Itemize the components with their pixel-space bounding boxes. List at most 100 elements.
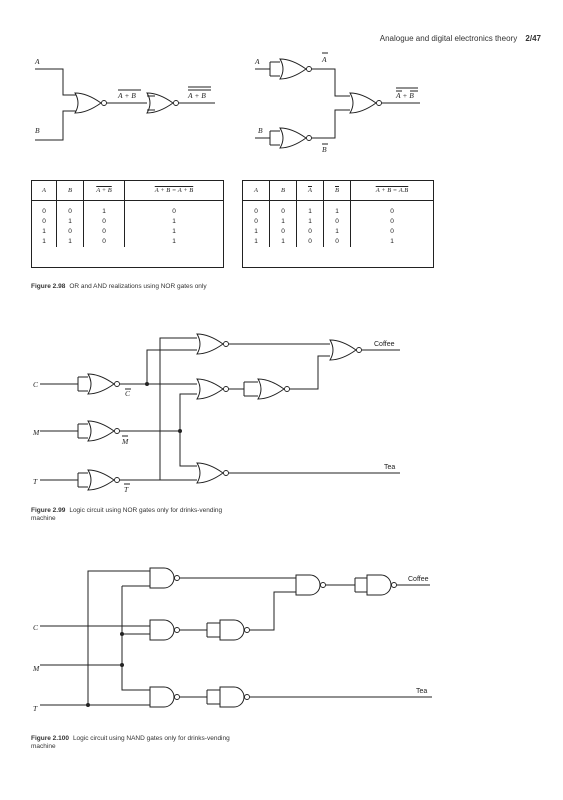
fig99-caption-text-line2: machine [31,515,56,522]
or-table-row: 0 1 0 1 [32,217,223,227]
inversion-bubble [223,341,229,347]
fig99-not-t-label: T [124,485,129,494]
and-cell: 0 [323,217,351,227]
or-cell: 0 [56,200,84,217]
fig98-right-output-label: A + B [395,91,414,100]
fig99-not-c-label: C [125,389,131,398]
and-cell: 0 [243,217,270,227]
fig99-caption-text: Logic circuit using NOR gates only for d… [69,507,223,514]
inversion-bubble [174,575,180,581]
and-table-row: 0 0 1 1 0 [243,200,433,217]
and-cell: 1 [296,217,324,227]
fig99-coffee-output-label: Coffee [374,341,395,348]
fig100-input-c-label: C [33,623,39,632]
nor-gate [87,469,115,491]
inversion-bubble [101,100,107,106]
inversion-bubble [391,582,397,588]
nand-gate [219,686,245,708]
and-col-header-not-b: B [323,181,351,201]
inversion-bubble [114,428,120,434]
and-cell: 0 [269,200,297,217]
or-cell: 1 [172,238,176,245]
or-table-row: 0 0 1 0 [32,200,223,217]
or-cell: 1 [83,200,125,217]
or-cell: 0 [32,217,57,227]
and-cell: 1 [269,237,297,247]
inversion-bubble [306,135,312,141]
fig98-right-input-b-label: B [258,126,263,135]
and-cell: 0 [296,227,324,237]
or-col-header-b: B [56,181,84,201]
and-cell: 0 [296,237,324,247]
or-cell: 1 [172,228,176,235]
or-table-row: 1 0 0 1 [32,227,223,237]
fig100-caption-text-line2: machine [31,743,56,750]
nor-gate [196,333,224,355]
and-col-header-a: A [243,181,270,201]
and-cell: 0 [243,200,270,217]
fig98-nor1-output-label: A + B [117,91,136,100]
fig98-right-circuit: A B A B A + B [254,52,420,154]
and-cell: 1 [243,227,270,237]
nand-gate [149,619,175,641]
inversion-bubble [244,627,250,633]
or-cell: 0 [83,217,125,227]
fig100-coffee-output-label: Coffee [408,576,429,583]
and-cell: 0 [269,227,297,237]
fig98-left-input-a-label: A [34,57,40,66]
fig100-circuit: C M T Coffee Tea [32,567,432,713]
or-cell: 1 [32,237,57,247]
or-cell: 1 [56,237,84,247]
and-cell: 0 [323,237,351,247]
and-truth-table-grid: A B A B A + B = A.B 0 0 1 1 0 0 1 1 0 0 … [243,181,433,247]
and-cell: 1 [323,200,351,217]
fig98-left-input-b-label: B [35,126,40,135]
and-cell: 1 [296,200,324,217]
fig98-not-a-label: A [321,55,327,64]
nor-gate [196,378,224,400]
nor-gate [279,127,307,149]
and-cell: 0 [390,228,394,235]
nor-gate [329,339,357,361]
inversion-bubble [306,66,312,72]
nor-gate [74,92,102,114]
or-cell: 0 [83,227,125,237]
fig99-input-c-label: C [33,380,39,389]
running-header: Analogue and digital electronics theory … [380,34,541,43]
nor-gate [257,378,285,400]
nand-gate [366,574,392,596]
fig98-nor2-output-label: A + B [187,91,206,100]
inversion-bubble [376,100,382,106]
or-col-header-nor: A + B [83,181,125,201]
nand-gate [295,574,321,596]
page-number: 2/47 [525,34,541,43]
or-cell: 0 [32,200,57,217]
inversion-bubble [114,381,120,387]
or-cell: 1 [56,217,84,227]
fig99-circuit: C M T C M T [32,333,400,494]
or-cell: 0 [172,208,176,215]
and-col-header-and: A + B = A.B [350,181,433,201]
inversion-bubble [174,627,180,633]
inversion-bubble [223,470,229,476]
inversion-bubble [284,386,290,392]
nor-gate [349,92,377,114]
fig99-input-t-label: T [33,477,38,486]
and-cell: 1 [269,217,297,227]
nand-gate [219,619,245,641]
or-cell: 0 [56,227,84,237]
and-cell: 1 [243,237,270,247]
inversion-bubble [114,477,120,483]
fig100-caption-text: Logic circuit using NAND gates only for … [72,735,230,742]
fig98-or-truth-table: A B A + B A + B = A + B 0 0 1 0 0 1 0 1 … [31,180,224,268]
inversion-bubble [356,347,362,353]
fig100-input-m-label: M [32,664,40,673]
or-cell: 0 [83,237,125,247]
inversion-bubble [244,694,250,700]
fig99-input-m-label: M [32,428,40,437]
and-cell: 1 [323,227,351,237]
and-cell: 1 [390,238,394,245]
